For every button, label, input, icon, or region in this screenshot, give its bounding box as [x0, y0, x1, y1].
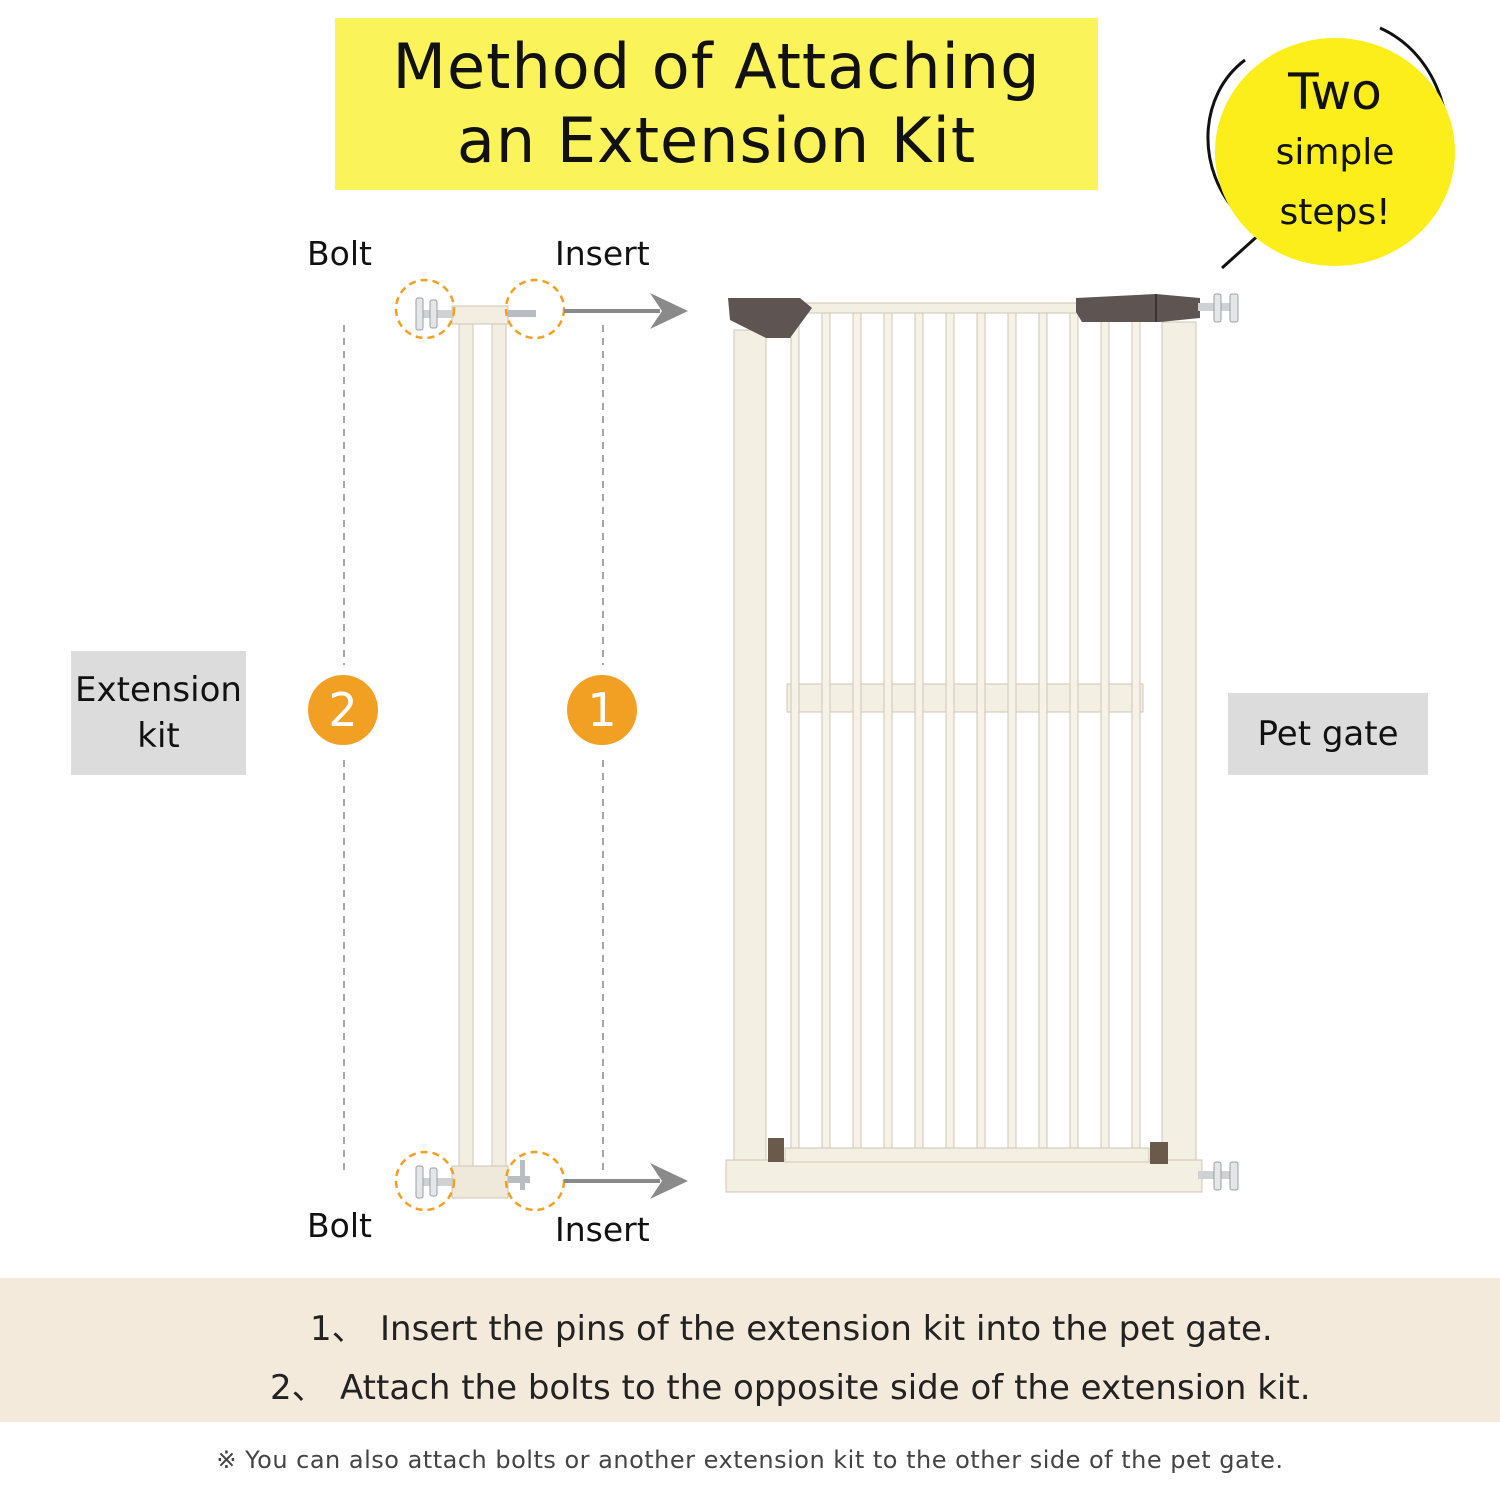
kit-pin-top	[508, 310, 536, 317]
extension-kit-line-2: kit	[137, 716, 180, 756]
kit-pin-bottom	[508, 1160, 530, 1190]
instructions-band	[0, 1278, 1500, 1422]
badge-line-1: Two	[1288, 63, 1382, 121]
highlight-circle-insert-top	[504, 278, 566, 340]
instruction-step-2-number: 2、	[270, 1368, 326, 1408]
label-insert-top: Insert	[555, 234, 650, 273]
footnote: ※ You can also attach bolts or another e…	[216, 1446, 1284, 1474]
gate-bolt-bottom	[1198, 1161, 1239, 1191]
instruction-step-2: 2、 Attach the bolts to the opposite side …	[270, 1360, 1311, 1409]
badge-line-3: steps!	[1279, 192, 1391, 233]
kit-bolt-bottom	[415, 1165, 454, 1199]
gate-hinge-left	[728, 298, 812, 338]
kit-bolt-top	[415, 297, 454, 331]
extension-kit-label: Extension kit	[71, 651, 246, 775]
label-bolt-bottom: Bolt	[307, 1206, 372, 1245]
pet-gate-label: Pet gate	[1228, 693, 1428, 775]
gate-bolt-top	[1198, 293, 1239, 323]
gate-clip-bottom-right	[1150, 1142, 1168, 1164]
badge-line-2: simple	[1275, 132, 1395, 173]
extension-kit-line-1: Extension	[75, 670, 242, 710]
instruction-step-2-text: Attach the bolts to the opposite side of…	[340, 1368, 1311, 1408]
pet-gate	[725, 293, 1239, 1193]
instruction-step-1-text: Insert the pins of the extension kit int…	[380, 1309, 1273, 1349]
arrow-bottom	[564, 1163, 688, 1199]
instruction-step-1: 1、 Insert the pins of the extension kit i…	[310, 1301, 1273, 1350]
highlight-circle-bolt-top	[394, 278, 456, 340]
two-steps-badge: Two simple steps!	[1215, 38, 1455, 266]
instruction-step-1-number: 1、	[310, 1309, 366, 1349]
title-line-1: Method of Attaching	[392, 30, 1041, 103]
title-line-2: an Extension Kit	[456, 104, 977, 177]
gate-latch-right-seam	[1155, 294, 1157, 322]
pet-gate-text: Pet gate	[1257, 714, 1399, 754]
gate-clip-bottom-left	[768, 1138, 784, 1162]
highlight-circle-bolt-bottom	[394, 1150, 456, 1212]
gate-latch-right	[1076, 294, 1200, 322]
title-banner: Method of Attaching an Extension Kit	[335, 18, 1098, 190]
arrow-top	[564, 293, 688, 329]
step-marker-2: 2	[308, 675, 378, 745]
label-bolt-top: Bolt	[307, 234, 372, 273]
extension-kit-panel	[451, 305, 509, 1199]
label-insert-bottom: Insert	[555, 1210, 650, 1249]
step-marker-1: 1	[567, 675, 637, 745]
gate-bars	[790, 312, 1141, 1149]
